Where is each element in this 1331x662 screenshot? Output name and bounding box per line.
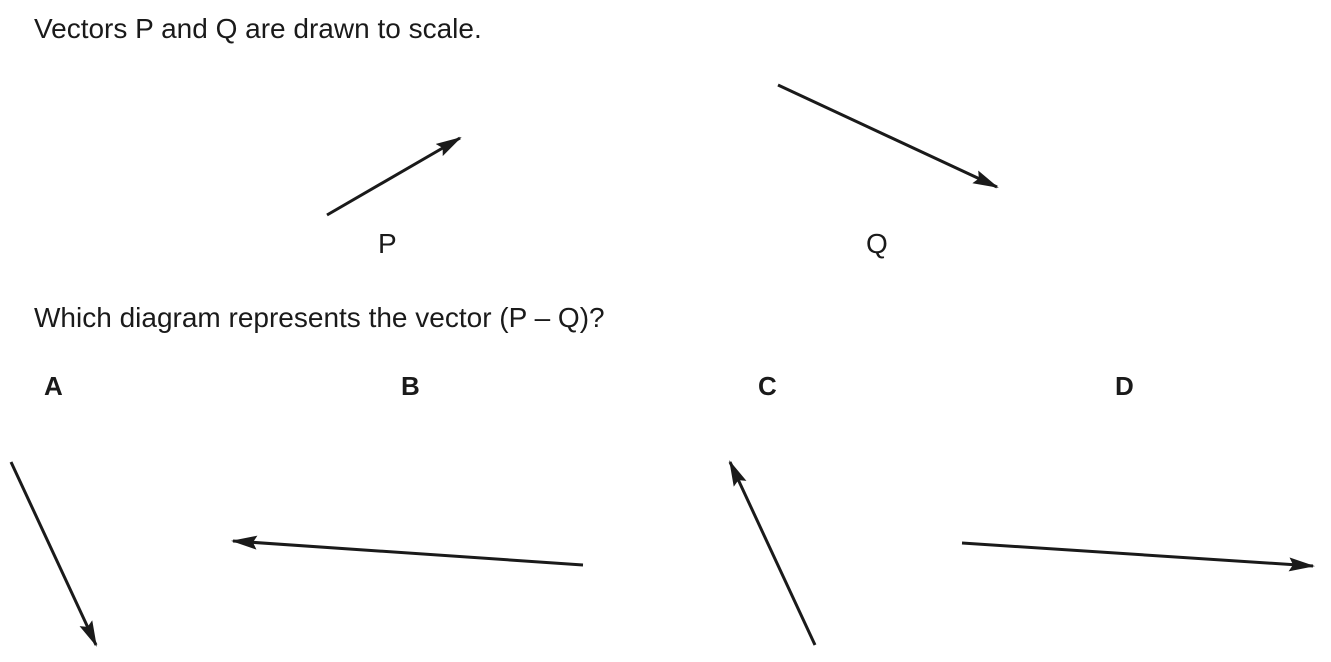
intro-text: Vectors P and Q are drawn to scale.: [34, 13, 482, 44]
option-b-arrow: [231, 535, 584, 567]
vector-q-arrow: [777, 83, 999, 189]
option-d-arrow: [961, 541, 1315, 572]
question-text: Which diagram represents the vector (P –…: [34, 302, 605, 333]
vector-q-label: Q: [866, 228, 888, 259]
option-b-label[interactable]: B: [401, 371, 420, 401]
vector-p-label: P: [378, 228, 397, 259]
option-d-label[interactable]: D: [1115, 371, 1134, 401]
option-c-arrow: [728, 460, 817, 646]
option-c-label[interactable]: C: [758, 371, 777, 401]
option-a-arrow: [9, 461, 98, 647]
vector-p-arrow: [326, 136, 462, 217]
option-a-label[interactable]: A: [44, 371, 63, 401]
